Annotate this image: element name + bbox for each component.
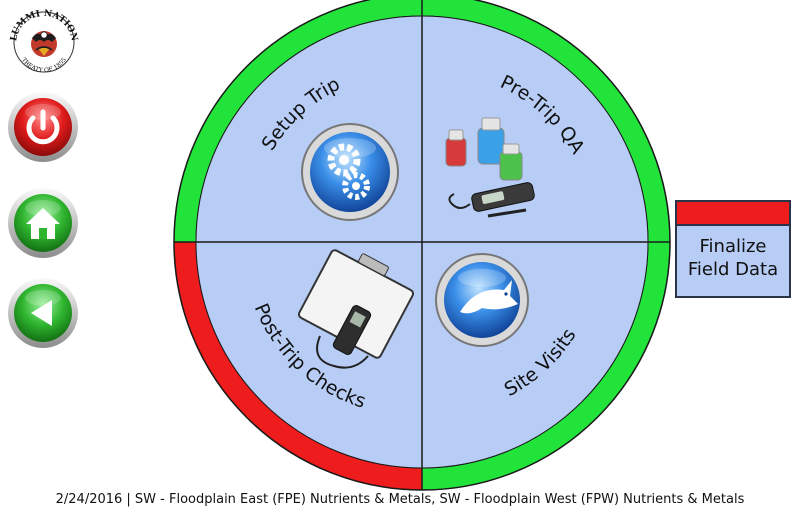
finalize-status-bar xyxy=(677,202,789,226)
fish-icon xyxy=(435,253,529,347)
clipboard-meter-icon xyxy=(297,249,415,369)
finalize-label: Finalize Field Data xyxy=(677,226,789,281)
trip-info-footer: 2/24/2016 | SW - Floodplain East (FPE) N… xyxy=(55,492,745,507)
power-icon xyxy=(8,92,78,162)
workflow-wheel: Setup Trip Pre-Trip QA xyxy=(170,0,674,494)
home-button[interactable] xyxy=(6,186,80,260)
finalize-label-line1: Finalize xyxy=(699,236,767,257)
site-visits-quadrant[interactable]: Site Visits xyxy=(422,242,648,468)
pre-trip-qa-quadrant[interactable]: Pre-Trip QA xyxy=(422,16,648,242)
post-trip-checks-quadrant[interactable]: Post-Trip Checks xyxy=(196,242,422,468)
finalize-label-line2: Field Data xyxy=(687,259,779,280)
sample-bottles-meter-icon xyxy=(445,117,535,218)
gears-icon xyxy=(301,123,399,221)
back-button[interactable] xyxy=(6,276,80,350)
lummi-nation-logo: LUMMI NATION TREATY OF 1855 xyxy=(8,4,80,76)
setup-trip-quadrant[interactable]: Setup Trip xyxy=(196,16,422,242)
home-icon xyxy=(8,188,78,258)
back-arrow-icon xyxy=(8,278,78,348)
power-button[interactable] xyxy=(6,90,80,164)
finalize-field-data-button[interactable]: Finalize Field Data xyxy=(675,200,791,298)
